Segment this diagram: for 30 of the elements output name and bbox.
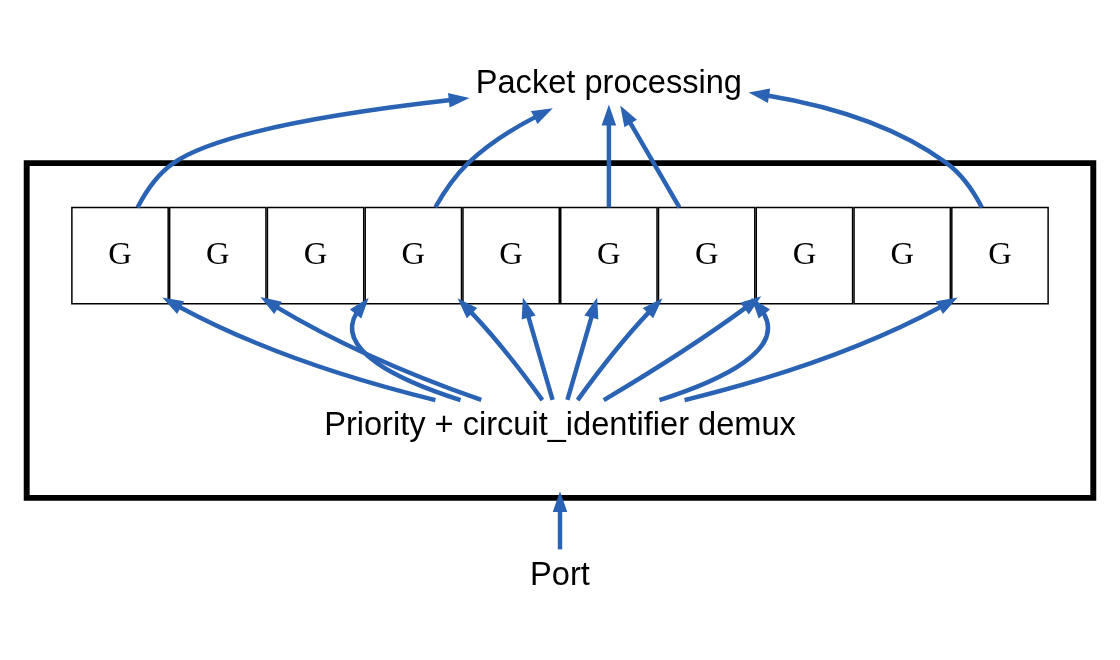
arrow: [620, 105, 682, 208]
arrow: [658, 297, 771, 402]
node-text: Priority + circuit_identifier demux: [324, 404, 796, 442]
arrow: [457, 297, 545, 401]
node-text: Port: [530, 554, 590, 592]
node-box: G: [364, 206, 463, 305]
node-box: G: [560, 206, 658, 305]
arrow: [601, 104, 617, 207]
arrow: [135, 92, 470, 209]
node-box: G: [168, 206, 267, 305]
arrow: [521, 297, 555, 400]
arrow: [575, 297, 663, 401]
arrow: [748, 88, 984, 208]
node-box: G: [71, 206, 169, 305]
arrow: [162, 297, 436, 402]
node-box: G: [951, 206, 1049, 305]
node-text: Packet processing: [475, 62, 742, 100]
cluster: [23, 159, 1097, 501]
arrow: [684, 297, 958, 402]
arrow: [433, 107, 553, 208]
node-box: G: [755, 206, 854, 305]
node-box: G: [853, 206, 952, 305]
arrow: [349, 297, 462, 402]
arrow: [260, 296, 483, 402]
arrow: [552, 490, 568, 549]
node-box: G: [266, 206, 365, 305]
node-box: G: [657, 206, 756, 305]
arrow: [565, 297, 599, 400]
arrow: [602, 295, 762, 402]
node-box: G: [462, 206, 560, 305]
